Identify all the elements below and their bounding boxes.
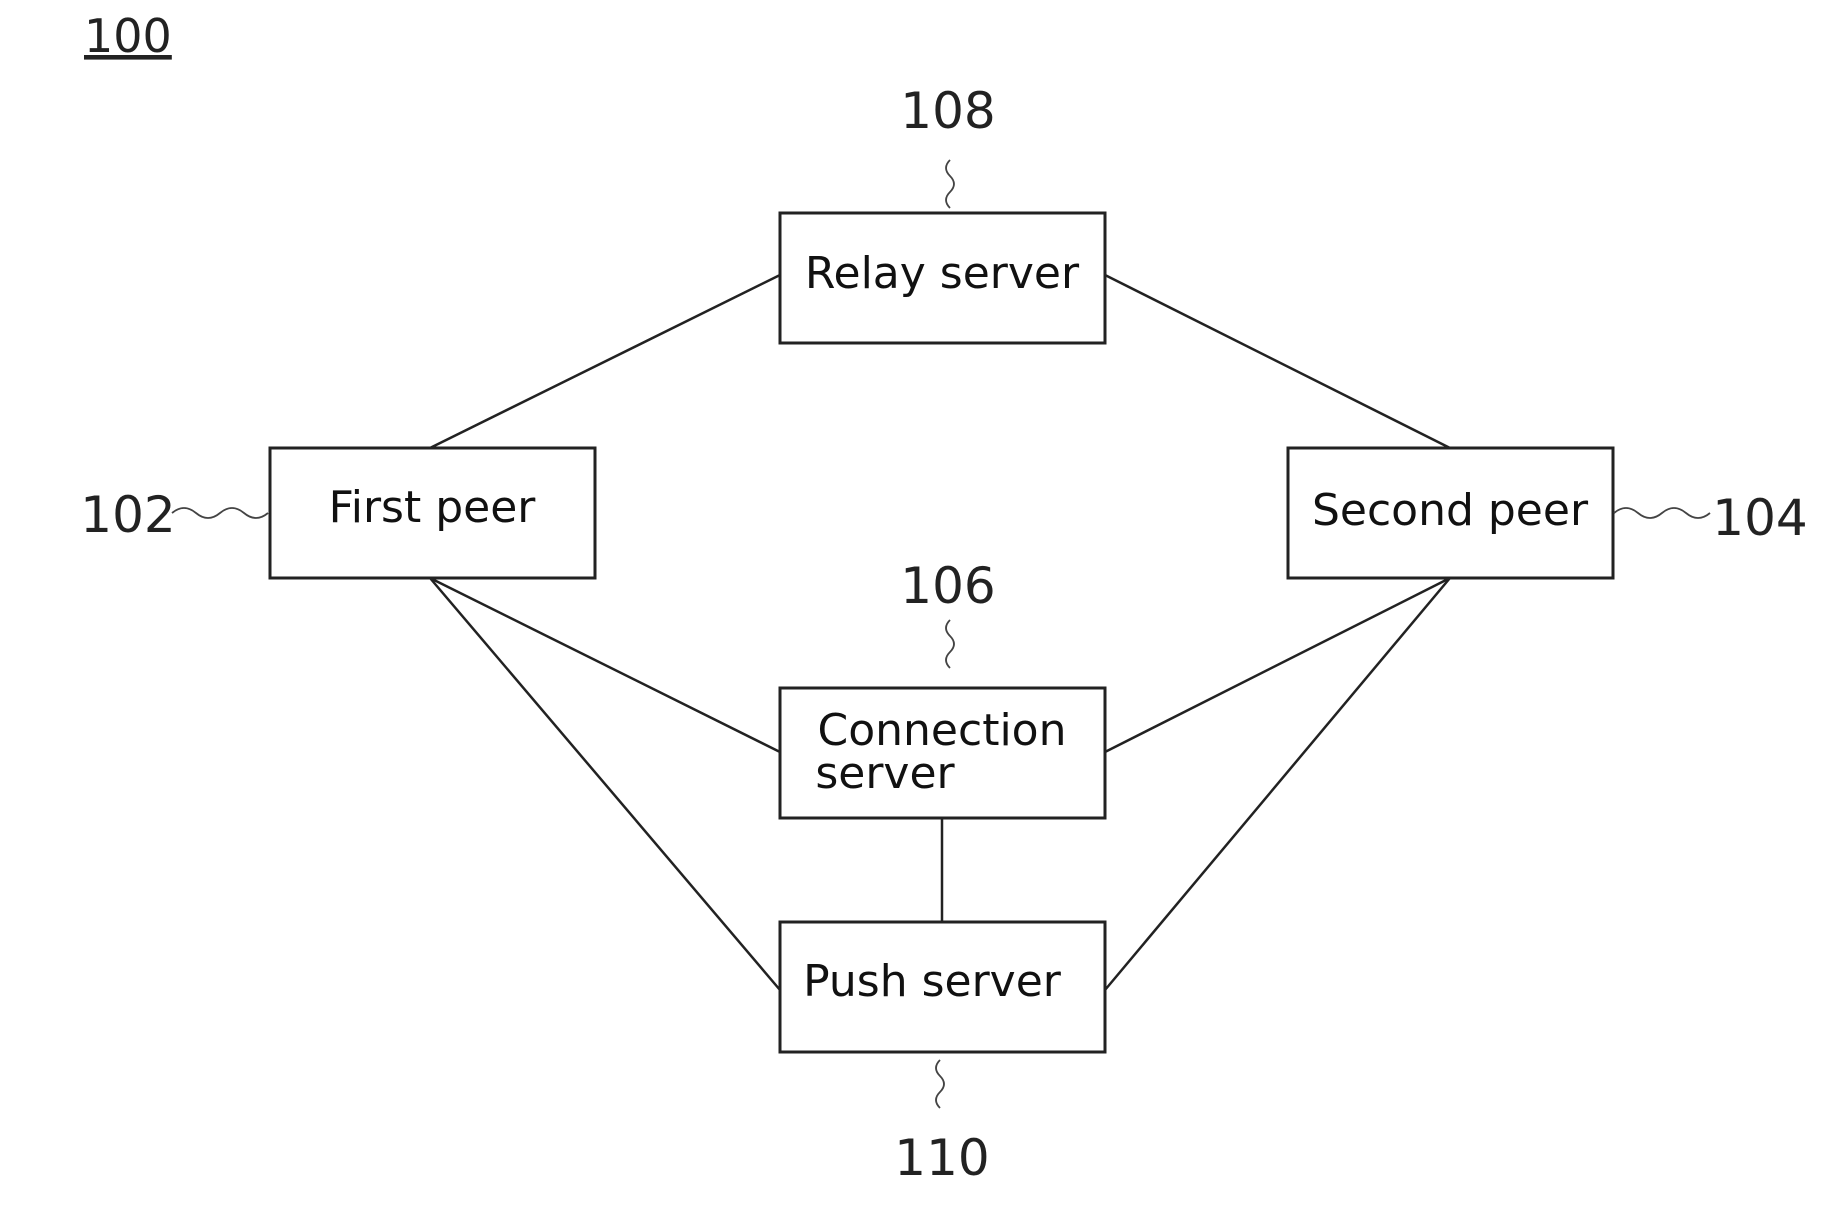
edge-relay-server-second-peer xyxy=(1105,275,1450,448)
second-peer-leader xyxy=(1614,508,1710,518)
edge-first-peer-relay-server xyxy=(430,275,780,448)
edge-push-server-second-peer xyxy=(1105,578,1450,990)
edges xyxy=(430,275,1450,990)
relay-server-label: Relay server xyxy=(805,248,1080,299)
connection-server-label-line2: server xyxy=(815,748,955,799)
connection-server-leader xyxy=(946,620,954,668)
edge-first-peer-push-server xyxy=(430,578,780,990)
second-peer-ref: 104 xyxy=(1712,489,1807,547)
figure-ref: 100 xyxy=(84,9,172,63)
edge-connection-server-second-peer xyxy=(1105,578,1450,752)
second-peer-label: Second peer xyxy=(1312,485,1589,536)
node-second-peer: Second peer 104 xyxy=(1288,448,1808,578)
first-peer-label: First peer xyxy=(329,482,537,533)
node-push-server: Push server 110 xyxy=(780,922,1105,1187)
edge-first-peer-connection-server xyxy=(430,578,780,752)
node-connection-server: Connection server 106 xyxy=(780,557,1105,818)
push-server-label: Push server xyxy=(803,956,1062,1007)
node-first-peer: First peer 102 xyxy=(80,448,595,578)
connection-server-ref: 106 xyxy=(900,557,995,615)
first-peer-ref: 102 xyxy=(80,486,175,544)
push-server-ref: 110 xyxy=(894,1129,989,1187)
relay-server-ref: 108 xyxy=(900,82,995,140)
node-relay-server: Relay server 108 xyxy=(780,82,1105,343)
relay-server-leader xyxy=(946,160,954,208)
push-server-leader xyxy=(936,1060,944,1108)
first-peer-leader xyxy=(172,508,268,518)
